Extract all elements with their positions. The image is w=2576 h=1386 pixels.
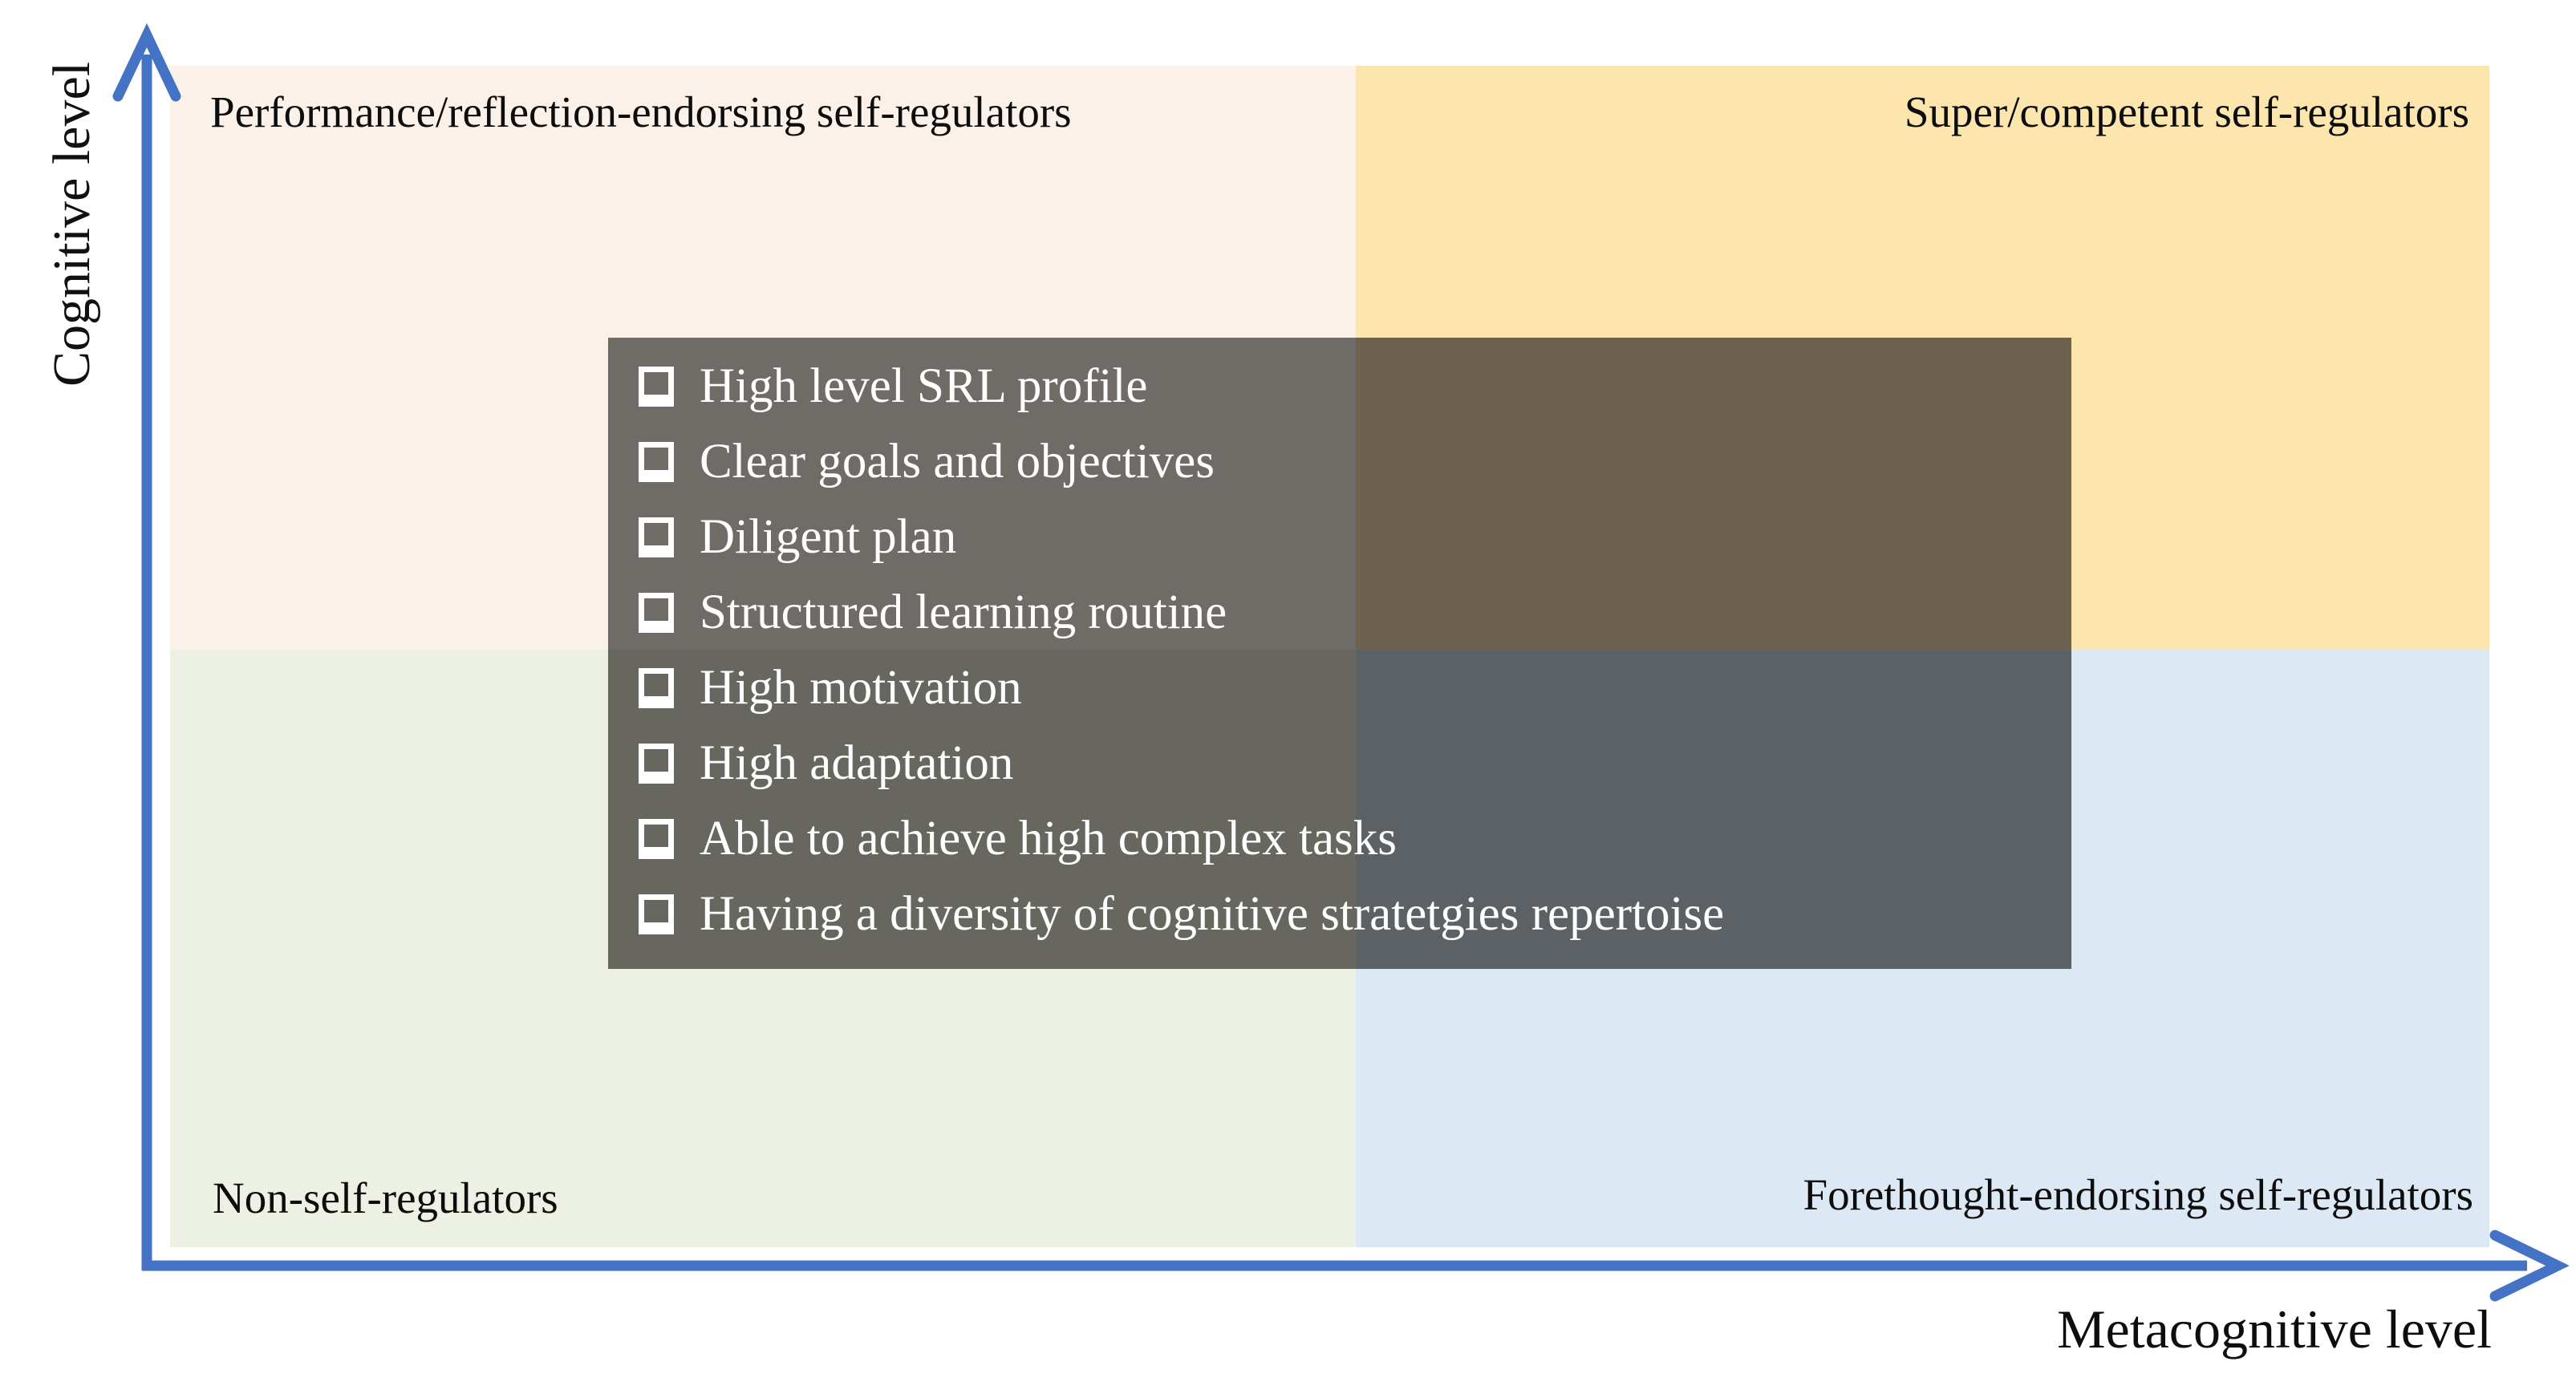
checklist-panel-shade-top-right <box>1356 338 2071 650</box>
checklist-panel-shade-bottom-left <box>608 650 1356 969</box>
checklist-item-label: High level SRL profile <box>700 359 1148 413</box>
checklist-item: Diligent plan <box>639 500 2071 575</box>
quadrant-label-bottom-right: Forethought-endorsing self-regulators <box>1803 1170 2473 1219</box>
checkbox-icon <box>639 894 674 934</box>
checklist-item-label: Structured learning routine <box>700 586 1227 639</box>
checkbox-icon <box>639 593 674 633</box>
checklist: High level SRL profile Clear goals and o… <box>608 338 2071 969</box>
checkbox-icon <box>639 668 674 708</box>
checklist-item-label: Clear goals and objectives <box>700 435 1215 488</box>
checklist-item: Able to achieve high complex tasks <box>639 801 2071 877</box>
x-axis-title: Metacognitive level <box>2057 1299 2492 1360</box>
checklist-item: High adaptation <box>639 726 2071 801</box>
quadrant-label-top-right: Super/competent self-regulators <box>1904 87 2469 136</box>
checklist-item: Clear goals and objectives <box>639 424 2071 500</box>
x-axis-arrow-icon <box>2489 1230 2570 1302</box>
checklist-item: Structured learning routine <box>639 575 2071 650</box>
y-axis-title: Cognitive level <box>43 61 101 387</box>
checklist-item-label: Able to achieve high complex tasks <box>700 812 1398 865</box>
checklist-item: High motivation <box>639 650 2071 726</box>
quadrant-label-bottom-left: Non-self-regulators <box>213 1173 558 1222</box>
checklist-panel-shade-bottom-right <box>1356 650 2071 969</box>
checklist-panel-shade-top-left <box>608 338 1356 650</box>
checkbox-icon <box>639 442 674 482</box>
checklist-item-label: High adaptation <box>700 736 1014 790</box>
checkbox-icon <box>639 744 674 784</box>
checklist-item: Having a diversity of cognitive stratetg… <box>639 877 2071 952</box>
checklist-item-label: Diligent plan <box>700 510 957 564</box>
y-axis-arrow-icon <box>112 22 181 102</box>
checkbox-icon <box>639 819 674 859</box>
quadrant-label-top-left: Performance/reflection-endorsing self-re… <box>210 87 1072 136</box>
checkbox-icon <box>639 367 674 407</box>
checkbox-icon <box>639 517 674 557</box>
checklist-item: High level SRL profile <box>639 349 2071 424</box>
checklist-item-label: Having a diversity of cognitive stratetg… <box>700 887 1725 941</box>
checklist-item-label: High motivation <box>700 661 1022 715</box>
checklist-panel: High level SRL profile Clear goals and o… <box>608 338 2071 969</box>
